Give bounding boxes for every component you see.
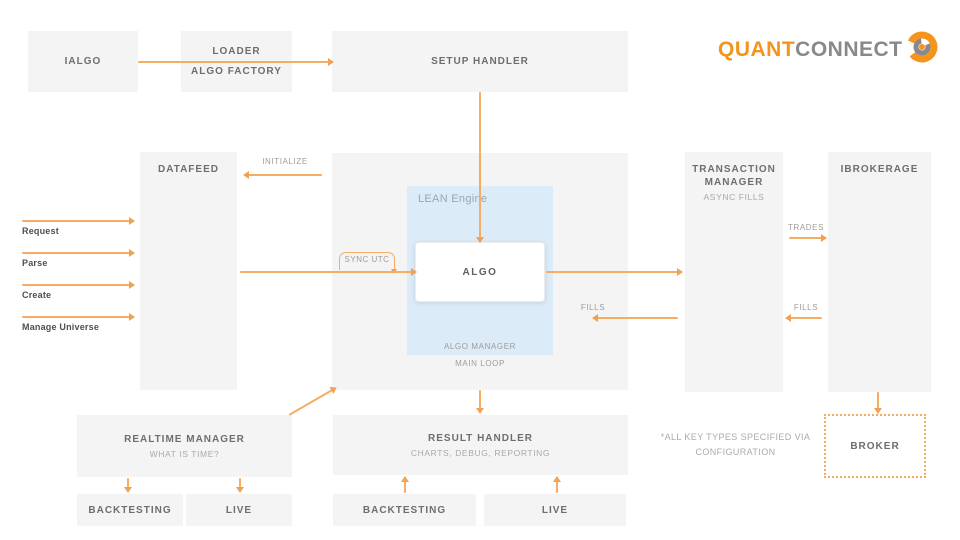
arrowhead-up-icon: [401, 476, 409, 482]
arrowhead-down-icon: [874, 408, 882, 414]
datafeed-label: DATAFEED: [158, 164, 219, 175]
arrowhead-left-icon: [785, 314, 791, 322]
node-ialgo: IALGO: [28, 31, 138, 92]
live-result-label: LIVE: [541, 504, 569, 516]
node-ialgo-label: IALGO: [64, 56, 102, 67]
arrow-fills-to-main-loop: [592, 314, 678, 322]
lean-engine-label: LEAN Engine: [418, 193, 488, 205]
arrowhead-left-icon: [592, 314, 598, 322]
node-live-result: LIVE: [484, 494, 626, 526]
arrow-trades: [789, 234, 827, 242]
result-handler-title: RESULT HANDLER: [428, 432, 533, 444]
arrow-realtime-to-live: [236, 478, 244, 493]
sync-utc-loop-arrow: SYNC UTC: [339, 252, 397, 274]
node-setup-handler: SETUP HANDLER: [332, 31, 628, 92]
backtesting-realtime-label: BACKTESTING: [88, 504, 172, 516]
arrow-setup-handler-to-algo: [476, 92, 484, 243]
algo-factory-label: ALGO FACTORY: [191, 66, 282, 78]
arrow-initialize: [243, 171, 322, 179]
node-broker: BROKER: [824, 414, 926, 478]
side-label-manage-universe: Manage Universe: [22, 322, 100, 332]
realtime-manager-title: REALTIME MANAGER: [124, 433, 245, 445]
arrow-realtime-manager-to-main-loop: [288, 384, 339, 416]
arrowhead-right-icon: [129, 249, 135, 257]
logo-connect-text: CONNECT: [795, 38, 903, 61]
arrow-ibrokerage-to-broker: [874, 392, 882, 414]
loader-label: LOADER: [212, 45, 261, 57]
setup-handler-label: SETUP HANDLER: [431, 56, 529, 67]
node-algo: ALGO: [415, 242, 545, 302]
configuration-note-line1: *ALL KEY TYPES SPECIFIED VIA: [660, 432, 811, 442]
broker-label: BROKER: [850, 440, 900, 452]
arrowhead-down-icon: [236, 487, 244, 493]
algo-label: ALGO: [462, 266, 498, 278]
arrow-fills-to-transaction-manager: [785, 314, 822, 322]
logo-quant-text: QUANT: [718, 38, 796, 61]
arrowhead-right-icon: [129, 281, 135, 289]
arrowhead-right-icon: [328, 58, 334, 66]
main-loop-label: MAIN LOOP: [455, 359, 505, 368]
transaction-manager-title: TRANSACTION MANAGER: [692, 164, 776, 188]
arrowhead-right-icon: [129, 313, 135, 321]
arrowhead-right-icon: [821, 234, 827, 242]
configuration-note: *ALL KEY TYPES SPECIFIED VIA CONFIGURATI…: [648, 430, 823, 460]
arrowhead-down-icon: [476, 237, 484, 243]
arrowhead-down-icon: [124, 487, 132, 493]
node-backtesting-realtime: BACKTESTING: [77, 494, 183, 526]
node-ibrokerage: IBROKERAGE: [828, 152, 931, 392]
configuration-note-line2: CONFIGURATION: [695, 447, 776, 457]
realtime-manager-subtitle: WHAT IS TIME?: [149, 448, 220, 459]
quantconnect-swirl-icon: [906, 31, 938, 63]
result-handler-subtitle: CHARTS, DEBUG, REPORTING: [410, 447, 551, 458]
live-realtime-label: LIVE: [225, 504, 253, 516]
edge-label-sync-utc: SYNC UTC: [344, 255, 390, 264]
arrow-realtime-to-backtesting: [124, 478, 132, 493]
transaction-manager-subtitle: ASYNC FILLS: [703, 192, 765, 202]
node-datafeed: DATAFEED: [140, 152, 237, 390]
side-label-create: Create: [22, 290, 52, 300]
arrow-parse: [22, 249, 135, 257]
arrowhead-left-icon: [243, 171, 249, 179]
edge-label-fills-right: FILLS: [793, 303, 819, 312]
arrow-algo-to-transaction-manager: [546, 268, 683, 276]
arrowhead-down-icon: [476, 408, 484, 414]
algo-manager-label: ALGO MANAGER: [443, 342, 517, 351]
node-live-realtime: LIVE: [186, 494, 292, 526]
node-result-handler: RESULT HANDLER CHARTS, DEBUG, REPORTING: [333, 415, 628, 475]
side-label-parse: Parse: [22, 258, 48, 268]
node-transaction-manager: TRANSACTION MANAGER ASYNC FILLS: [685, 152, 783, 392]
arrow-ialgo-to-setup-handler: [138, 58, 334, 66]
edge-label-initialize: INITIALIZE: [262, 157, 308, 166]
arrow-datafeed-to-algo: [240, 268, 417, 276]
node-backtesting-result: BACKTESTING: [333, 494, 476, 526]
arrow-request: [22, 217, 135, 225]
node-realtime-manager: REALTIME MANAGER WHAT IS TIME?: [77, 415, 292, 477]
arrowhead-right-icon: [129, 217, 135, 225]
arrowhead-right-icon: [411, 268, 417, 276]
arrow-live-to-result-handler: [553, 476, 561, 493]
arrow-manage-universe: [22, 313, 135, 321]
side-label-request: Request: [22, 226, 59, 236]
ibrokerage-label: IBROKERAGE: [840, 164, 919, 175]
arrow-create: [22, 281, 135, 289]
arrowhead-up-icon: [553, 476, 561, 482]
arrow-backtesting-to-result-handler: [401, 476, 409, 493]
arrow-main-loop-to-result-handler: [476, 390, 484, 414]
arrowhead-right-icon: [677, 268, 683, 276]
edge-label-trades: TRADES: [787, 223, 825, 232]
edge-label-fills-left: FILLS: [580, 303, 606, 312]
backtesting-result-label: BACKTESTING: [362, 504, 447, 516]
